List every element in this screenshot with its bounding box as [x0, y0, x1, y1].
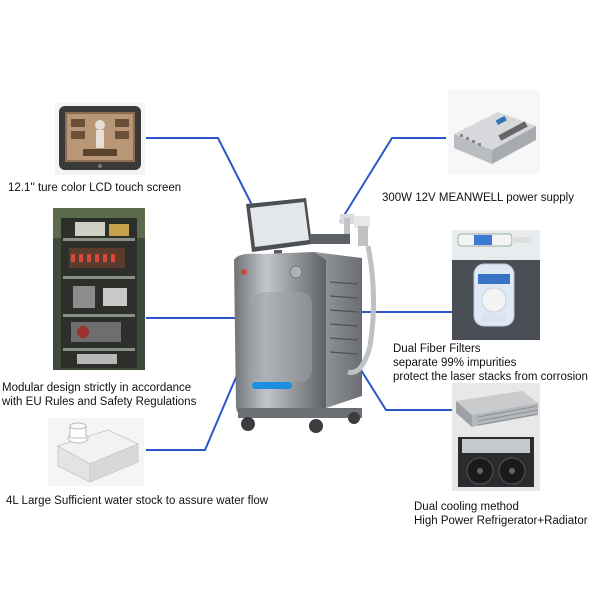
power-supply-label: 300W 12V MEANWELL power supply	[382, 192, 574, 204]
modular-design-photo	[53, 208, 145, 370]
modular-label-line-1: Modular design strictly in accordance	[2, 382, 192, 394]
water-tank-photo	[48, 418, 144, 486]
fiber-filters-label: Dual Fiber Filters separate 99% impuriti…	[393, 342, 588, 384]
cooling-label-line-2: High Power Refrigerator+Radiator	[414, 515, 588, 527]
power-supply-photo	[448, 90, 540, 174]
cooling-label: Dual cooling method High Power Refrigera…	[414, 500, 588, 528]
fiber-filters-photo	[452, 230, 540, 340]
cooling-label-line-1: Dual cooling method	[414, 501, 519, 513]
water-tank-label: 4L Large Sufficient water stock to assur…	[6, 495, 269, 507]
fiber-filters-label-line-2: separate 99% impurities	[393, 357, 517, 369]
modular-label: Modular design strictly in accordance wi…	[2, 381, 196, 409]
lcd-label: 12.1'' ture color LCD touch screen	[8, 182, 182, 194]
modular-label-line-2: with EU Rules and Safety Regulations	[2, 396, 197, 408]
lcd-screen-photo	[55, 103, 145, 175]
laser-machine-illustration	[222, 196, 384, 436]
fiber-filters-label-line-1: Dual Fiber Filters	[393, 343, 481, 355]
fiber-filters-label-line-3: protect the laser stacks from corrosion	[393, 371, 588, 383]
cooling-photo	[452, 383, 540, 491]
